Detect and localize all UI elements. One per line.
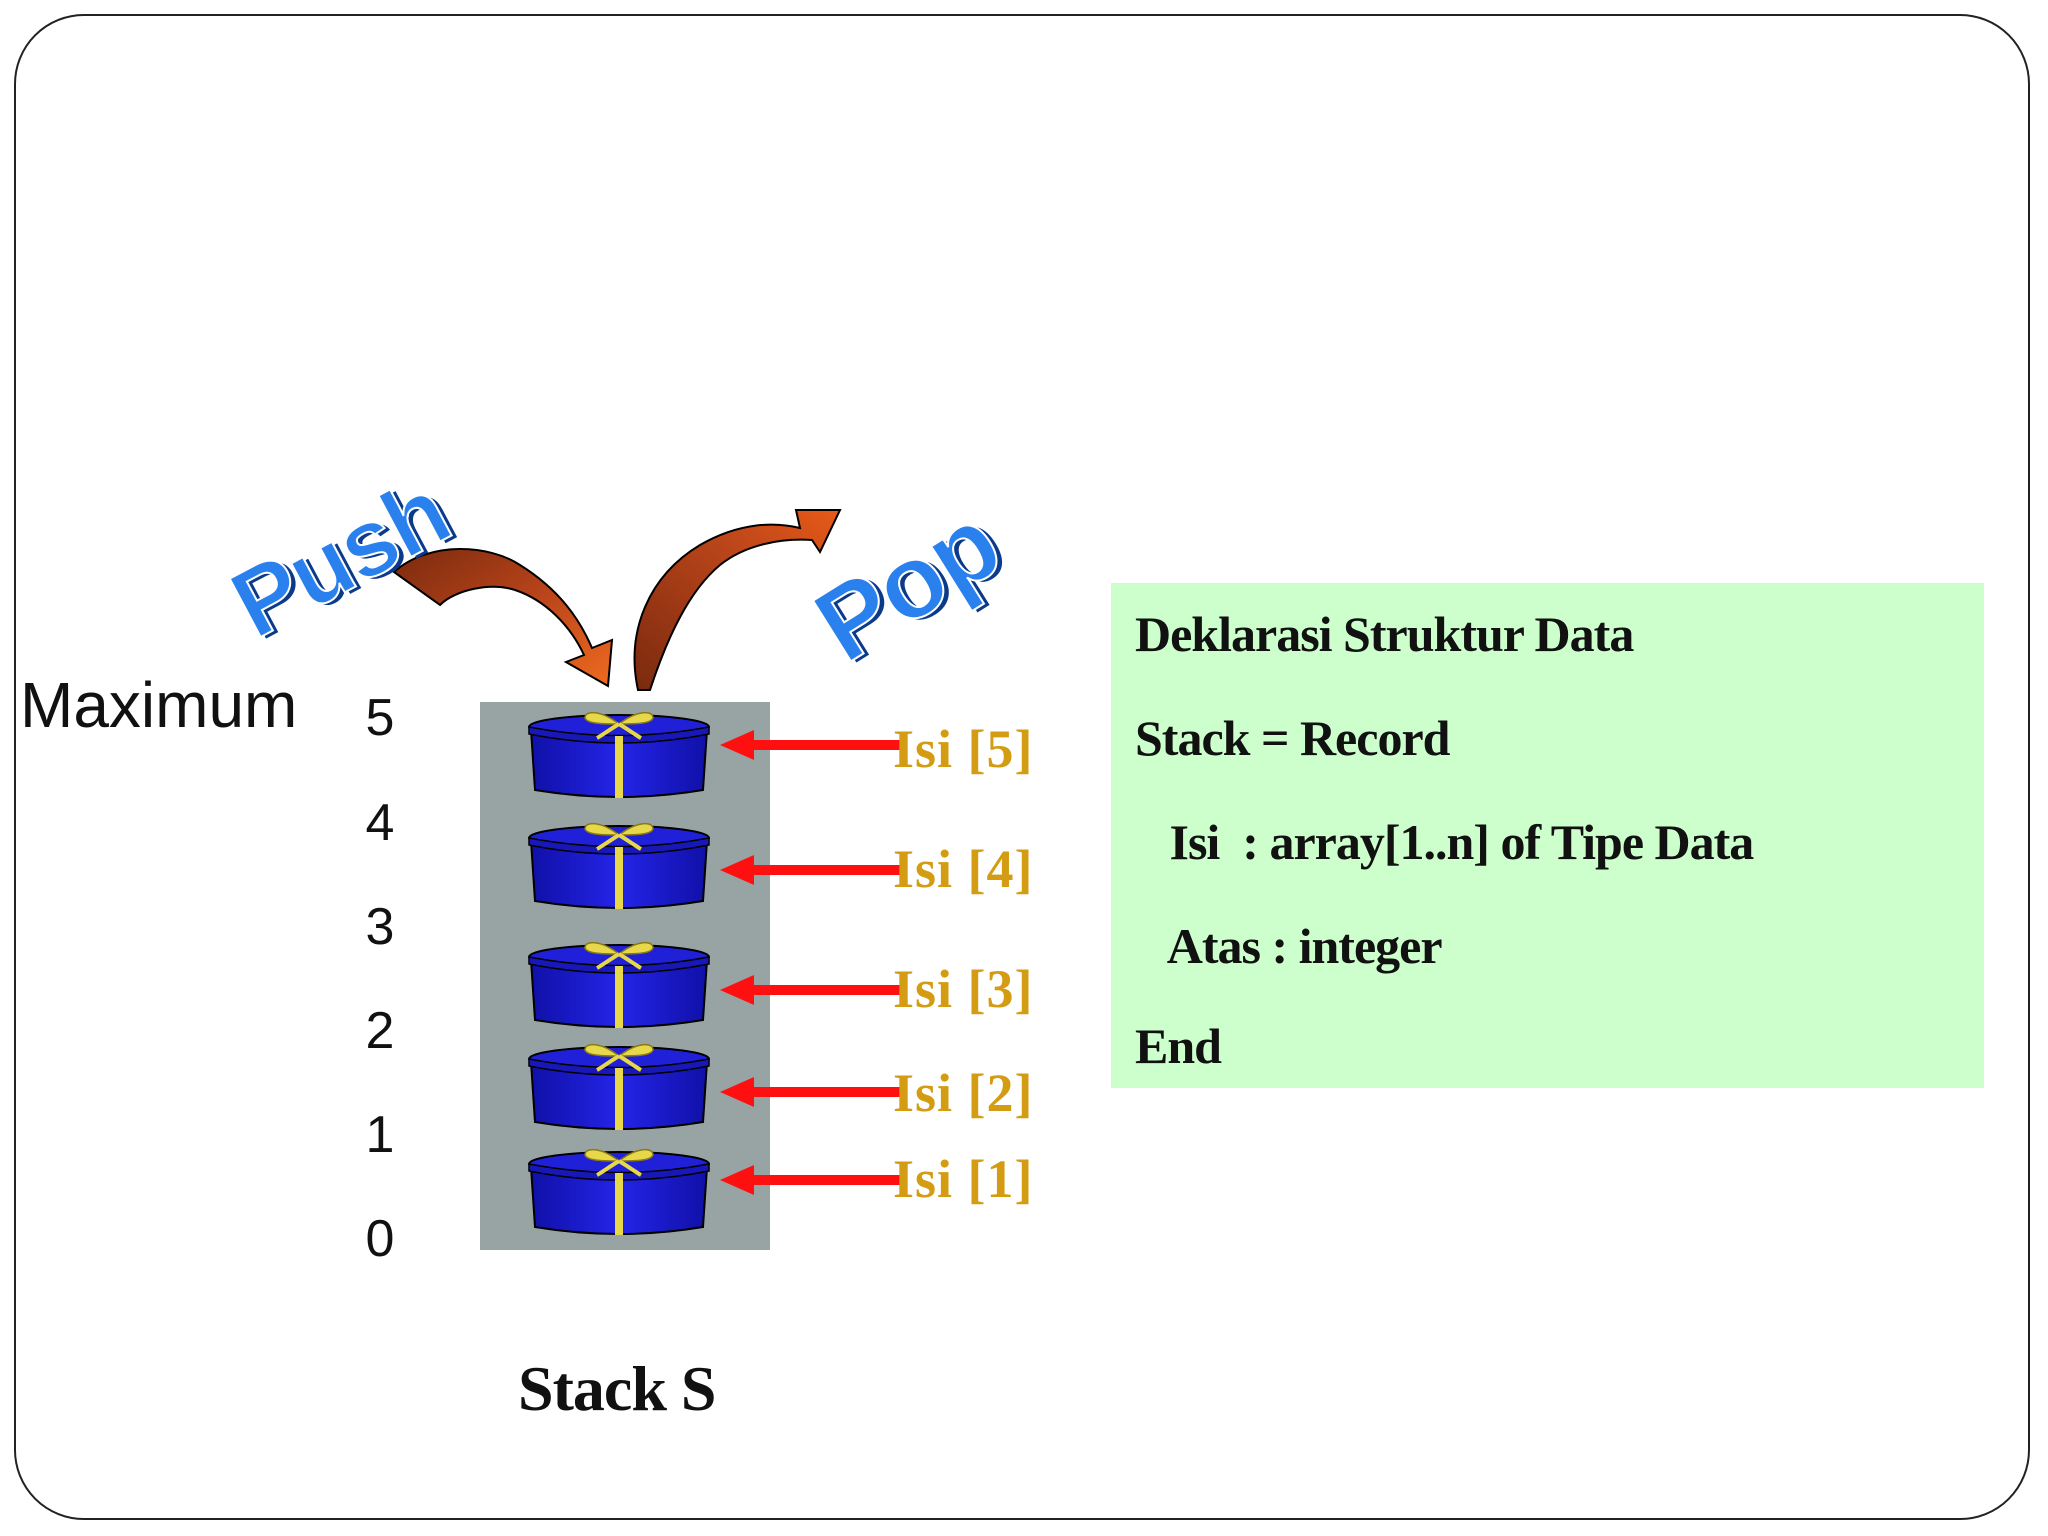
- pop-curved-arrow: [633, 509, 842, 691]
- pointer-arrow-3: [720, 975, 900, 1005]
- level-label-4: 4: [365, 794, 395, 852]
- push-curved-arrow: [392, 548, 614, 688]
- declaration-title: Deklarasi Struktur Data: [1135, 606, 1634, 662]
- svg-text:Push: Push: [215, 458, 465, 659]
- pointer-arrow-5: [720, 730, 900, 760]
- stack-box-4: [527, 821, 711, 911]
- declaration-box: Deklarasi Struktur Data Stack = Record I…: [1111, 583, 1984, 1088]
- pointer-arrow-2: [720, 1077, 900, 1107]
- slot-label-isi-1: Isi [1]: [893, 1149, 1034, 1209]
- level-label-0: 0: [365, 1210, 395, 1268]
- level-label-1: 1: [365, 1106, 395, 1164]
- declaration-line-end: End: [1135, 1018, 1222, 1074]
- push-wordart: Push Push: [214, 457, 471, 661]
- stack-box-3: [527, 940, 711, 1030]
- slot-label-isi-3: Isi [3]: [893, 959, 1034, 1019]
- level-label-5: 5: [365, 689, 395, 747]
- stack-caption: Stack S: [518, 1353, 716, 1424]
- slot-label-isi-5: Isi [5]: [893, 719, 1034, 779]
- slot-label-isi-2: Isi [2]: [893, 1063, 1034, 1123]
- declaration-line-isi: Isi : array[1..n] of Tipe Data: [1135, 814, 1755, 870]
- maximum-label: Maximum: [20, 669, 298, 741]
- stack-box-1: [527, 1147, 711, 1237]
- stack-box-5: [527, 710, 711, 800]
- slot-label-isi-4: Isi [4]: [893, 839, 1034, 899]
- declaration-line-record: Stack = Record: [1135, 710, 1450, 766]
- pointer-arrow-1: [720, 1165, 900, 1195]
- level-label-3: 3: [365, 898, 395, 956]
- pointer-arrow-4: [720, 855, 900, 885]
- level-label-2: 2: [365, 1002, 395, 1060]
- declaration-line-atas: Atas : integer: [1135, 918, 1443, 974]
- stack-box-2: [527, 1042, 711, 1132]
